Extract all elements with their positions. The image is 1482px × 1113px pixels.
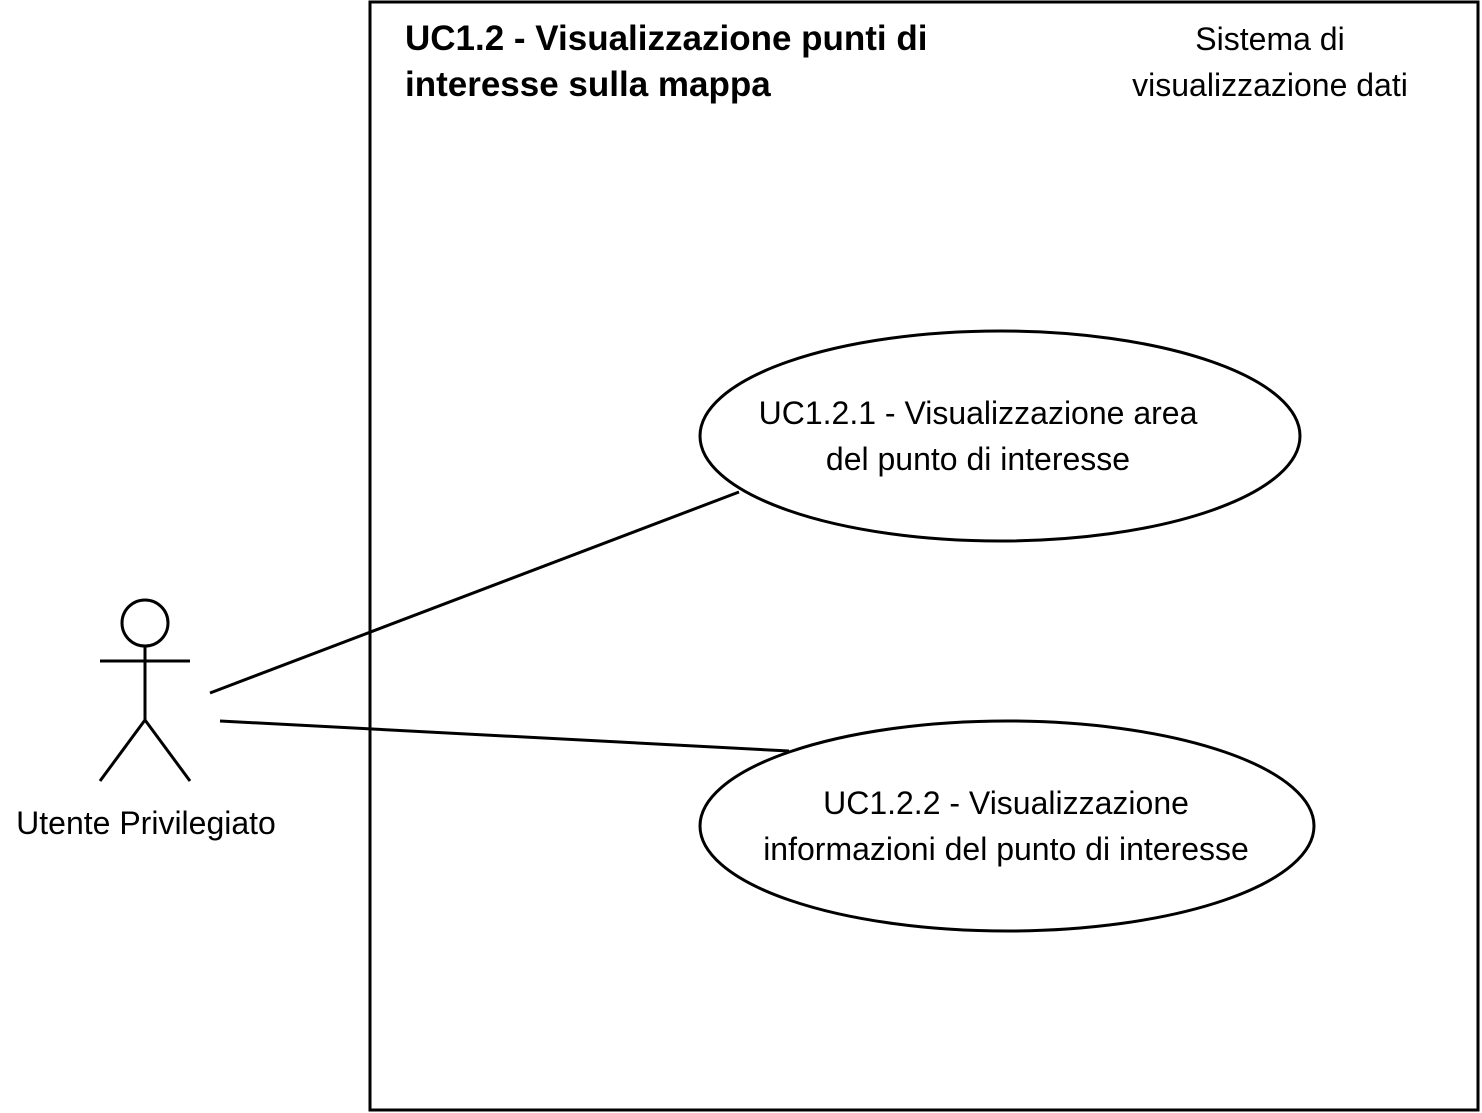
system-name-line2: visualizzazione dati — [1132, 67, 1408, 103]
system-name: Sistema di visualizzazione dati — [1100, 16, 1440, 108]
use-case-uc2-ellipse[interactable] — [698, 719, 1316, 933]
use-case-uc2-line1: UC1.2.2 - Visualizzazione — [823, 785, 1189, 821]
use-case-uc2-label: UC1.2.2 - Visualizzazione informazioni d… — [700, 780, 1312, 872]
system-boundary[interactable] — [368, 0, 1480, 1112]
association-line-uc2[interactable] — [219, 719, 790, 753]
use-case-uc2-line2: informazioni del punto di interesse — [763, 831, 1249, 867]
system-title-line2: interesse sulla mappa — [405, 65, 771, 104]
use-case-uc1-label: UC1.2.1 - Visualizzazione area del punto… — [700, 390, 1256, 482]
association-line-uc1[interactable] — [209, 490, 740, 695]
system-title-line1: UC1.2 - Visualizzazione punti di — [405, 19, 928, 58]
actor-head — [120, 598, 170, 648]
use-case-uc1-line2: del punto di interesse — [825, 441, 1131, 477]
use-case-uc1-ellipse[interactable] — [698, 329, 1302, 543]
use-case-uc1-line1: UC1.2.1 - Visualizzazione area — [758, 395, 1198, 431]
system-title: UC1.2 - Visualizzazione punti di interes… — [405, 16, 928, 108]
actor-figure[interactable] — [98, 598, 192, 782]
actor-name: Utente Privilegiato — [16, 805, 276, 841]
system-name-line1: Sistema di — [1195, 21, 1345, 57]
actor-left-leg — [98, 719, 147, 782]
actor-right-leg — [143, 719, 192, 782]
